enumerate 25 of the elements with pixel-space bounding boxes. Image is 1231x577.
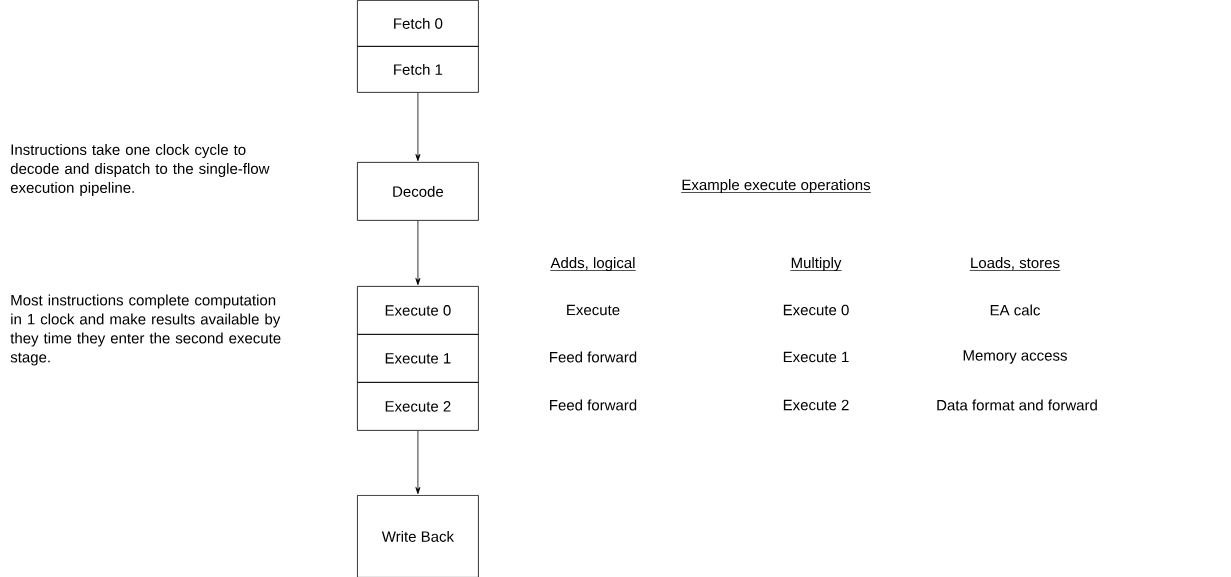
stage-box: Execute 1: [357, 334, 479, 383]
stage-box: Write Back: [357, 495, 479, 577]
table-cell: EA calc: [990, 304, 1040, 316]
table-cell: Execute 1: [783, 351, 849, 363]
table-cell: Memory access: [963, 350, 1067, 364]
arrow: [415, 220, 421, 286]
stage-box: Decode: [357, 162, 479, 221]
stage-box: Fetch 0: [357, 0, 479, 47]
table-cell: Feed forward: [550, 351, 637, 363]
column-heading: Example execute operations: [680, 179, 872, 194]
table-cell: Execute 0: [783, 304, 849, 316]
arrow: [415, 92, 421, 162]
column-heading: Loads, stores: [969, 257, 1061, 271]
table-cell: Execute 2: [783, 399, 849, 411]
table-cell: Feed forward: [550, 399, 637, 411]
note-text: Most instructions complete computation in 1 clock and make results available by they time they enter the second execute stage.: [10, 294, 281, 366]
table-cell: Execute: [567, 304, 620, 316]
stage-box: Fetch 1: [357, 46, 479, 93]
note-text: Instructions take one clock cycle to decode and dispatch to the single-flow execution pipeline.: [10, 144, 270, 196]
arrow: [415, 430, 421, 495]
stage-box: Execute 2: [357, 382, 479, 431]
stage-box: Execute 0: [357, 286, 479, 335]
table-cell: Data format and forward: [937, 399, 1097, 411]
column-heading: Multiply: [790, 257, 842, 272]
column-heading: Adds, logical: [549, 257, 637, 272]
